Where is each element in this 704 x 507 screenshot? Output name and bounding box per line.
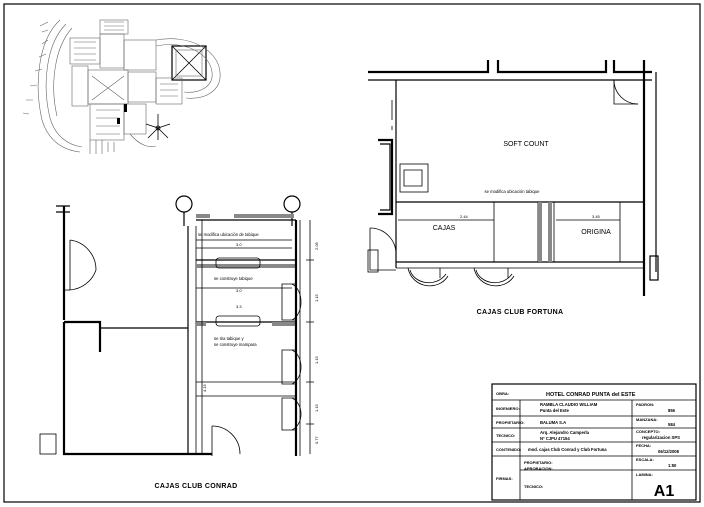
tb-propietario-value: BALUMA S.A [540, 420, 566, 425]
tb-padron-label: PADRON: [636, 402, 654, 407]
conrad-note-2: se construye tabique [214, 276, 253, 281]
room-label-origina: ORIGINA [581, 229, 611, 236]
conrad-dim-1: 3.0 [236, 242, 242, 247]
tb-concepto-value: regularizacion SPS [642, 435, 680, 440]
conrad-floor-plan: se modifica ubicación de tabique 3.0 se … [39, 195, 319, 490]
room-label-cajas: CAJAS [433, 225, 456, 232]
tb-tecnico-value-2: Nº CJPU 47154 [540, 436, 570, 441]
conrad-note-3a: se tira tabique y [214, 336, 244, 341]
conrad-vdim-1: 2.05 [314, 241, 319, 250]
tb-escala-value: 1:50 [668, 463, 677, 468]
conrad-vdim-4: 1.15 [314, 403, 319, 412]
tb-fecha-label: FECHA: [636, 443, 651, 448]
tb-tecnico2-label: TECNICO: [524, 484, 543, 489]
conrad-vdim-left: 4.15 [202, 383, 207, 392]
tb-obra-value: HOTEL CONRAD PUNTA del ESTE [546, 392, 636, 398]
fortuna-wall-note: se modifica ubicación tabique [485, 189, 541, 194]
tb-escala-label: ESCALA: [636, 457, 654, 462]
conrad-vdim-5: 0.77 [314, 435, 319, 444]
tb-aprobacion-label: APROBACION: [524, 466, 553, 471]
tb-lamina-value: A1 [654, 483, 675, 500]
fortuna-dim-left: 2.44 [460, 214, 469, 219]
tb-ingeniero-value-1: RAMBLA CLAUDIO WILLIAM [540, 402, 598, 407]
tb-contenido-value: mod. cajas Club Conrad y Club Fortuna [528, 447, 607, 452]
conrad-vdim-2: 1.15 [314, 293, 319, 302]
tb-firmas-label: FIRMAS: [496, 476, 513, 481]
tb-ingeniero-value-2: Punta del Este [540, 408, 570, 413]
conrad-dim-2: 3.0 [236, 288, 242, 293]
tb-concepto-label: CONCEPTO: [636, 429, 660, 434]
tb-tecnico-label: TECNICO: [496, 433, 515, 438]
tb-obra-label: OBRA: [496, 391, 509, 396]
sheet-border [3, 3, 701, 503]
tb-manzana-value: 584 [668, 422, 676, 427]
tb-manzana-label: MANZANA: [636, 417, 658, 422]
room-label-soft-count: SOFT COUNT [503, 141, 549, 148]
tb-lamina-label: LAMINA: [636, 472, 653, 477]
tb-propietario-label: PROPIETARIO: [496, 420, 525, 425]
conrad-note-3b: se construye mampara [214, 342, 257, 347]
fortuna-floor-plan: se modifica ubicación tabique 2.44 3.45 … [367, 60, 659, 316]
conrad-dim-3: 3.3 [236, 304, 242, 309]
conrad-plan-title: CAJAS CLUB CONRAD [155, 483, 238, 490]
tb-ingeniero-label: INGENIERO: [496, 406, 520, 411]
tb-propietario2-label: PROPIETARIO: [524, 460, 553, 465]
tb-tecnico-value-1: Arq. Alejandro Camperla [540, 430, 590, 435]
tb-fecha-value: 06/12/2008 [658, 449, 680, 454]
fortuna-dim-right: 3.45 [592, 214, 601, 219]
tb-contenido-label: CONTENIDO: [496, 447, 521, 452]
title-block: OBRA: HOTEL CONRAD PUNTA del ESTE INGENI… [491, 383, 697, 501]
fortuna-plan-title: CAJAS CLUB FORTUNA [477, 309, 564, 316]
site-key-plan [22, 19, 221, 154]
tb-padron-value: 856 [668, 408, 676, 413]
conrad-vdim-3: 1.15 [314, 355, 319, 364]
conrad-note-1: se modifica ubicación de tabique [198, 232, 259, 237]
